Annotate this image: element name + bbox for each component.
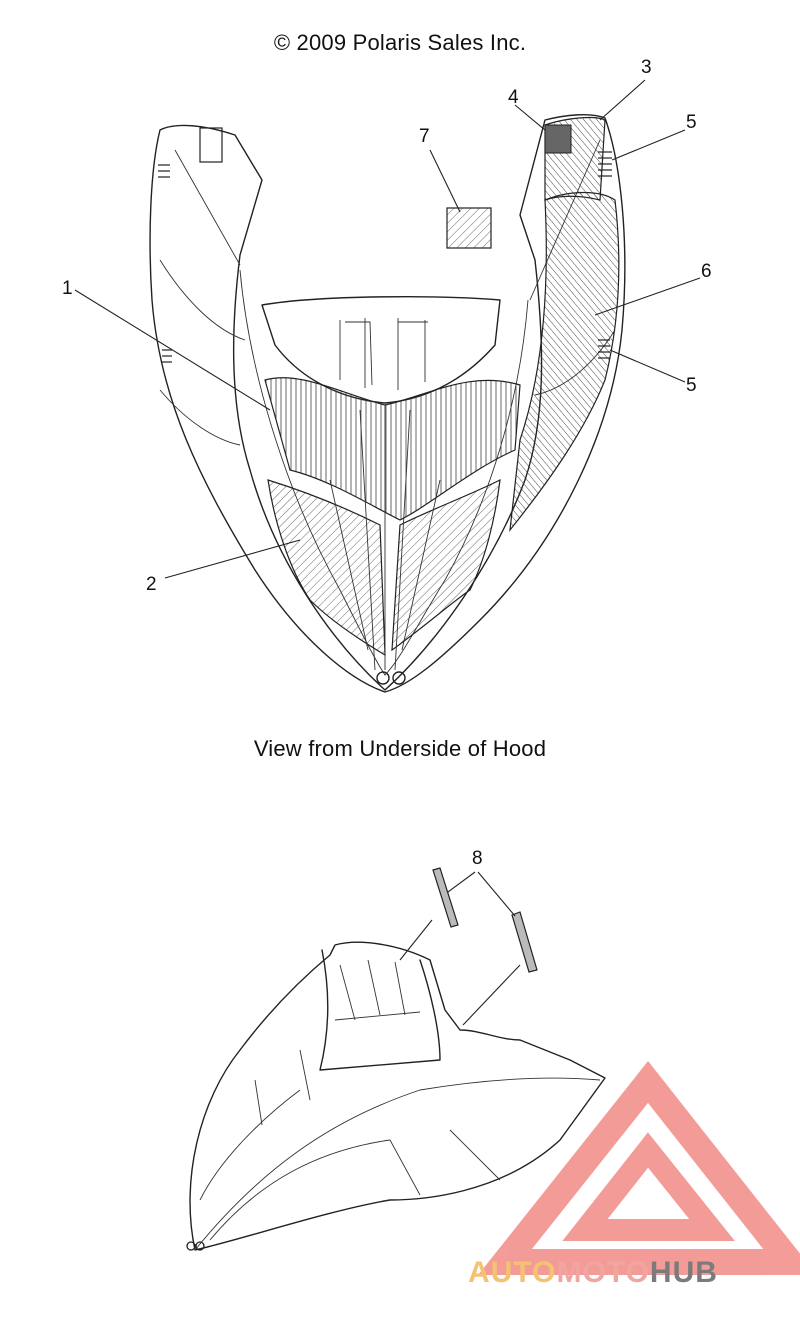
watermark-part-auto: AUTO (468, 1256, 557, 1289)
callout-8: 8 (472, 848, 483, 869)
decal-2-region (267, 479, 386, 657)
watermark-part-hub: HUB (649, 1256, 718, 1289)
decal-7 (446, 207, 492, 249)
decal-5-vents (158, 151, 612, 363)
callout-4: 4 (508, 87, 519, 108)
decal-4-handle (544, 124, 572, 154)
decal-8-strip-left (432, 867, 459, 928)
callout-5-top: 5 (686, 112, 697, 133)
watermark-part-moto: MOTO (556, 1256, 650, 1289)
decal-6-region (509, 191, 620, 532)
hood-underside-view (74, 79, 701, 693)
watermark-text: AUTOMOTOHUB (468, 1256, 718, 1290)
view-caption: View from Underside of Hood (253, 736, 547, 761)
callout-6: 6 (701, 261, 712, 282)
hood-outline (149, 113, 626, 693)
hood-inner-rim (239, 269, 529, 676)
watermark-logo (478, 1061, 800, 1275)
copyright-notice: © 2009 Polaris Sales Inc. (273, 30, 527, 55)
hood-perspective-outline (189, 941, 606, 1251)
decal-8-strip-right (511, 911, 538, 973)
callout-5-bottom: 5 (686, 375, 697, 396)
callout-2: 2 (146, 574, 157, 595)
hood-perspective-view (186, 867, 606, 1251)
callout-3: 3 (641, 57, 652, 78)
callout-7: 7 (419, 126, 430, 147)
callout-1: 1 (62, 278, 73, 299)
